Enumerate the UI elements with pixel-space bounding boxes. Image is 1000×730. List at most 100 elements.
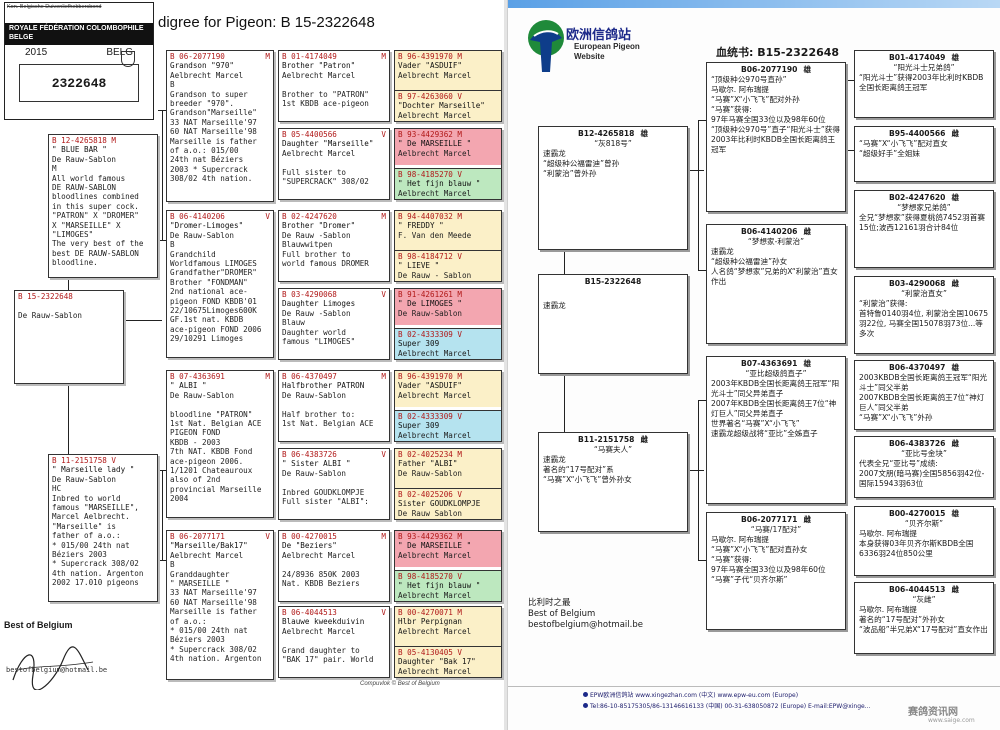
pedigree-subject-box: B 15-2322648 De Rauw-Sablon — [14, 290, 124, 384]
pigeon-info: 代表全兄“亚比号”成绩: 2007文朋(暗马赛)全国5856羽42位-国际159… — [859, 459, 985, 488]
connector-line — [158, 560, 166, 561]
sex-marker: 雌 — [951, 279, 960, 288]
breeder-name: Aelbrecht Marcel — [398, 188, 472, 198]
left-pedigree-page: Kon. Belgische Duivenliefhebbersbond ROY… — [4, 2, 502, 690]
pigeon-name: " LIEVE " — [398, 261, 440, 271]
ring-number: B 96-4391970 M — [398, 372, 463, 381]
breeder-name: Aelbrecht Marcel — [398, 390, 472, 400]
connector-line — [564, 374, 565, 432]
ring-number: B 02-4333309 V — [398, 411, 463, 421]
pigeon-info: 速霸龙 “超级种公福雷迪”曾孙 “利蒙治”曾外孙 — [543, 149, 620, 178]
sex-marker: 雌 — [803, 227, 812, 236]
pedigree-ancestor-pair-box: B 96-4391970 M Vader "ASDUIF" Aelbrecht … — [394, 370, 502, 442]
ring-number: B01-4174049 — [888, 53, 946, 62]
pigeon-name: Daughter "Bak 17" — [398, 657, 476, 667]
ring-number: B 00-4270015 — [282, 532, 337, 541]
breeder-name: De Rauw-Sablon — [398, 308, 463, 318]
ring-number: B 02-4025206 V — [398, 489, 463, 499]
breeder-name: Aelbrecht Marcel — [398, 590, 472, 600]
breeder-name: Aelbrecht Marcel — [398, 348, 472, 358]
ring-number: B 07-4363691 — [170, 372, 225, 381]
pigeon-name: Daughter Limoges — [282, 299, 356, 309]
sex-marker: M — [381, 52, 386, 61]
breeder-name: Aelbrecht Marcel — [398, 430, 472, 440]
best-of-belgium-en: Best of Belgium — [528, 609, 596, 619]
badge-ring-number: 2322648 — [19, 64, 139, 102]
ring-number: B 05-4130405 V — [398, 647, 463, 657]
pigeon-info: Aelbrecht Marcel Full sister to "SUPERCR… — [282, 148, 369, 187]
ring-number: B 98-4184712 V — [398, 251, 463, 261]
pigeon-info: Aelbrecht Marcel Grand daughter to "BAK … — [282, 626, 374, 665]
breeder-name: F. Van den Meede — [398, 230, 472, 240]
ring-number: B 01-4174049 — [282, 52, 337, 61]
pedigree-great-grandparent-box: B 06-4370497 M Halfbrother PATRON De Rauw… — [278, 370, 390, 442]
sex-marker: M — [381, 372, 386, 381]
pigeon-name: “梦想家兄弟鸽” — [897, 203, 951, 212]
pigeon-name: Father "ALBI" — [398, 459, 458, 469]
pigeon-name: Halfbrother PATRON — [282, 381, 365, 391]
pigeon-name: " FREDDY " — [398, 221, 444, 231]
pigeon-name: “马赛/17配对” — [750, 525, 802, 534]
sex-marker: 雌 — [951, 129, 960, 138]
pigeon-name: “梦想家-利蒙治” — [747, 237, 805, 246]
ring-number: B 11-2151758 V — [52, 456, 117, 465]
ring-number: B06-4140206 — [740, 227, 798, 236]
pigeon-name: " Het fijn blauw " — [398, 581, 481, 591]
pigeon-name: " ALBI " — [170, 381, 207, 391]
breeder-name: De Rauw - Sablon — [398, 270, 472, 280]
pigeon-name: Brother "Dromer" — [282, 221, 356, 231]
pigeon-name: "Marseille/Bak17" — [170, 541, 248, 551]
pigeon-name: “灰818号” — [594, 139, 632, 148]
pedigree-ancestor-pair-box: B 96-4391970 M Vader "ASDUIF" Aelbrecht … — [394, 50, 502, 122]
pigeon-info: De Rauw-Sablon Half brother to: 1st Nat.… — [282, 390, 374, 429]
pedigree-ancestor-pair-box: B 02-4025234 M Father "ALBI" De Rauw-Sab… — [394, 448, 502, 520]
pigeon-info: De Rauw-Sablon HC Inbred to world famous… — [52, 474, 144, 588]
ring-number: B 96-4391970 M — [398, 52, 463, 61]
pigeon-name: " Sister ALBI " — [282, 459, 351, 469]
cn-subject-box: B15-2322648 速霸龙 — [538, 274, 688, 374]
pigeon-info: “顶级种公970号直孙” 马歇尔. 阿布瑞提 “马赛”X“小飞飞”配对外孙 “马… — [711, 75, 840, 154]
pigeon-info: 速霸龙 — [543, 301, 566, 310]
pedigree-ancestor-pair-box: B 93-4429362 M " De MARSEILLE " Aelbrech… — [394, 128, 502, 200]
connector-line — [846, 150, 854, 151]
sex-marker: M — [381, 532, 386, 541]
footer-websites: EPW欧洲信鸽站 www.xingezhan.com (中文) www.epw-… — [590, 692, 799, 699]
breeder-name: De Rauw Sablon — [398, 508, 463, 518]
pigeon-info: De Rauw-Sablon bloodline "PATRON" 1st Na… — [170, 390, 262, 504]
connector-line — [564, 250, 565, 274]
connector-line — [162, 470, 163, 560]
pigeon-name: “阳光斗士兄弟鸽” — [893, 63, 955, 72]
sex-marker: 雄 — [951, 363, 960, 372]
connector-line — [698, 120, 699, 270]
sex-marker: 雄 — [951, 53, 960, 62]
logo-english-line1: European Pigeon — [574, 42, 640, 51]
pigeon-name: Blauwe kweekduivin — [282, 617, 365, 627]
sex-marker: 雌 — [803, 515, 812, 524]
ring-number: B11-2151758 — [577, 435, 635, 444]
badge-year: 2015 — [25, 47, 48, 58]
breeder-name: Aelbrecht Marcel — [398, 626, 472, 636]
pigeon-name: Hlbr Perpignan — [398, 617, 463, 627]
sex-marker: 雌 — [951, 585, 960, 594]
ring-number: B 05-4400566 — [282, 130, 337, 139]
pigeon-info: 速霸龙 著名的“17号配对”系 “马赛”X“小飞飞”曾外孙女 — [543, 455, 632, 484]
ring-number: B03-4290068 — [888, 279, 946, 288]
pigeon-name: " Het fijn blauw " — [398, 179, 481, 189]
sex-marker: 雌 — [951, 439, 960, 448]
pigeon-name: Super 309 — [398, 339, 440, 349]
pigeon-name: “亚比号金块” — [901, 449, 947, 458]
breeder-name: De Rauw-Sablon — [398, 468, 463, 478]
pigeon-name: Vader "ASDUIF" — [398, 381, 463, 391]
pigeon-name: De "Beziers" — [282, 541, 337, 551]
pigeon-info: De Rauw -Sablon Blauwwitpen Full brother… — [282, 230, 369, 269]
ring-number: B 06-4370497 — [282, 372, 337, 381]
ring-number: B 94-4407032 M — [398, 212, 463, 221]
